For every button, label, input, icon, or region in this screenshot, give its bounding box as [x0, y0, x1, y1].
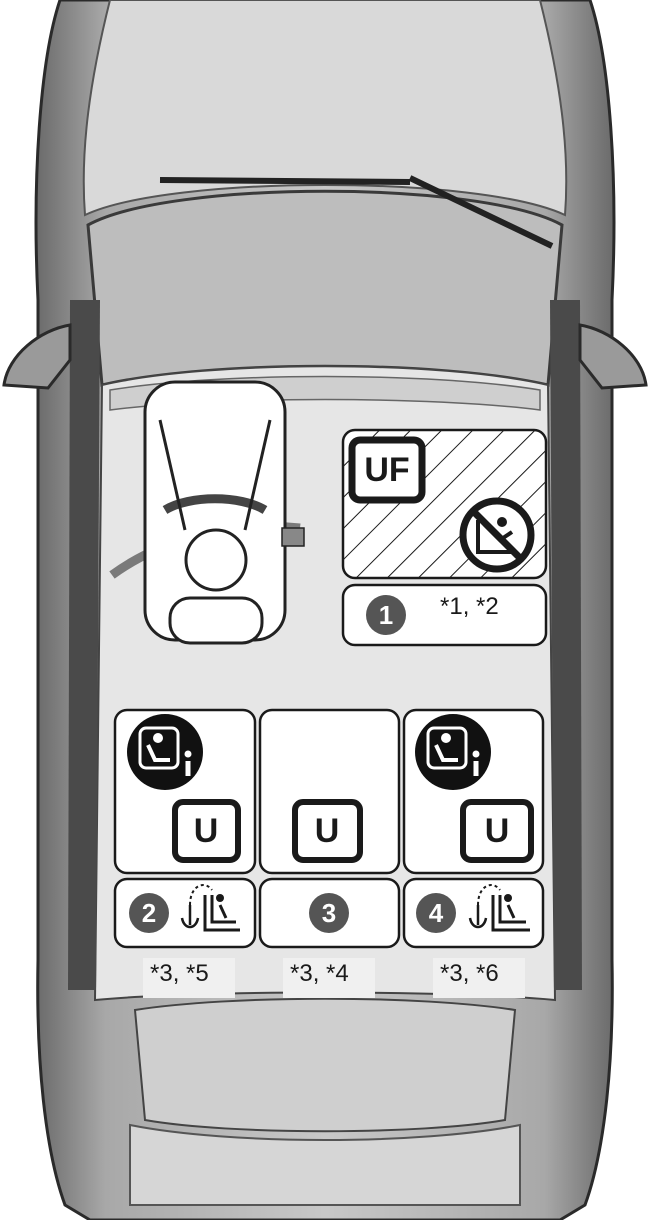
front-passenger-panel: UF 1 *1, *2: [341, 428, 548, 647]
rear-center-u-label: U: [315, 812, 340, 850]
position-1-notes: *1, *2: [440, 593, 499, 620]
driver-arms: [158, 419, 272, 531]
top-tether-anchor-icon: [468, 884, 530, 932]
position-3-number: 3: [322, 898, 336, 928]
position-2-number: 2: [142, 898, 156, 928]
wiper-right: [408, 175, 554, 249]
position-3-badge: [309, 893, 349, 933]
note-2: *2: [476, 593, 499, 620]
rear-left-u-box: [172, 799, 241, 863]
note-3b: *3: [290, 960, 313, 987]
trunk: [129, 1123, 521, 1206]
note-6: *6: [476, 960, 499, 987]
no-child-seat-icon: [459, 497, 535, 573]
windshield: [86, 189, 564, 387]
rear-left-panel: U 2 *3, *5: [113, 708, 257, 998]
left-side-window: [68, 300, 100, 990]
note-4: *4: [326, 960, 349, 987]
driver-head: [184, 528, 248, 592]
isofix-info-icon: [415, 714, 491, 790]
wiper-left: [159, 177, 411, 185]
note-3c: *3: [440, 960, 463, 987]
position-4-notes-bg: [433, 958, 525, 998]
position-2-notes: *3, *5: [150, 960, 209, 987]
rear-right-u-label: U: [485, 812, 510, 850]
note-5: *5: [186, 960, 209, 987]
note-1: *1: [440, 593, 463, 620]
right-side-window: [550, 300, 582, 990]
isofix-info-icon: [127, 714, 203, 790]
position-4-badge: [416, 893, 456, 933]
position-1-badge: [366, 595, 406, 635]
position-2-badge: [129, 893, 169, 933]
driver-buckle: [281, 527, 305, 547]
top-tether-anchor-icon: [180, 884, 240, 932]
position-3-notes: *3, *4: [290, 960, 349, 987]
position-2-notes-bg: [143, 958, 235, 998]
position-1-number: 1: [379, 600, 393, 630]
driver-seat: [109, 380, 305, 645]
rear-right-u-box: [460, 799, 534, 863]
position-4-number: 4: [429, 898, 444, 928]
rear-right-panel: U 4 *3, *6: [402, 708, 545, 998]
uf-label: UF: [364, 451, 409, 489]
uf-box: [348, 436, 426, 504]
hood: [82, 0, 568, 217]
rear-left-u-label: U: [194, 812, 219, 850]
position-3-notes-bg: [283, 958, 375, 998]
rear-center-u-box: [292, 799, 363, 863]
rear-center-panel: U 3 *3, *4: [258, 708, 401, 998]
note-3: *3: [150, 960, 173, 987]
right-mirror: [578, 323, 648, 390]
position-4-notes: *3, *6: [440, 960, 499, 987]
left-mirror: [2, 323, 72, 390]
driver-headrest: [168, 596, 264, 645]
steering-wheel: [162, 494, 268, 514]
rear-window: [133, 997, 517, 1133]
